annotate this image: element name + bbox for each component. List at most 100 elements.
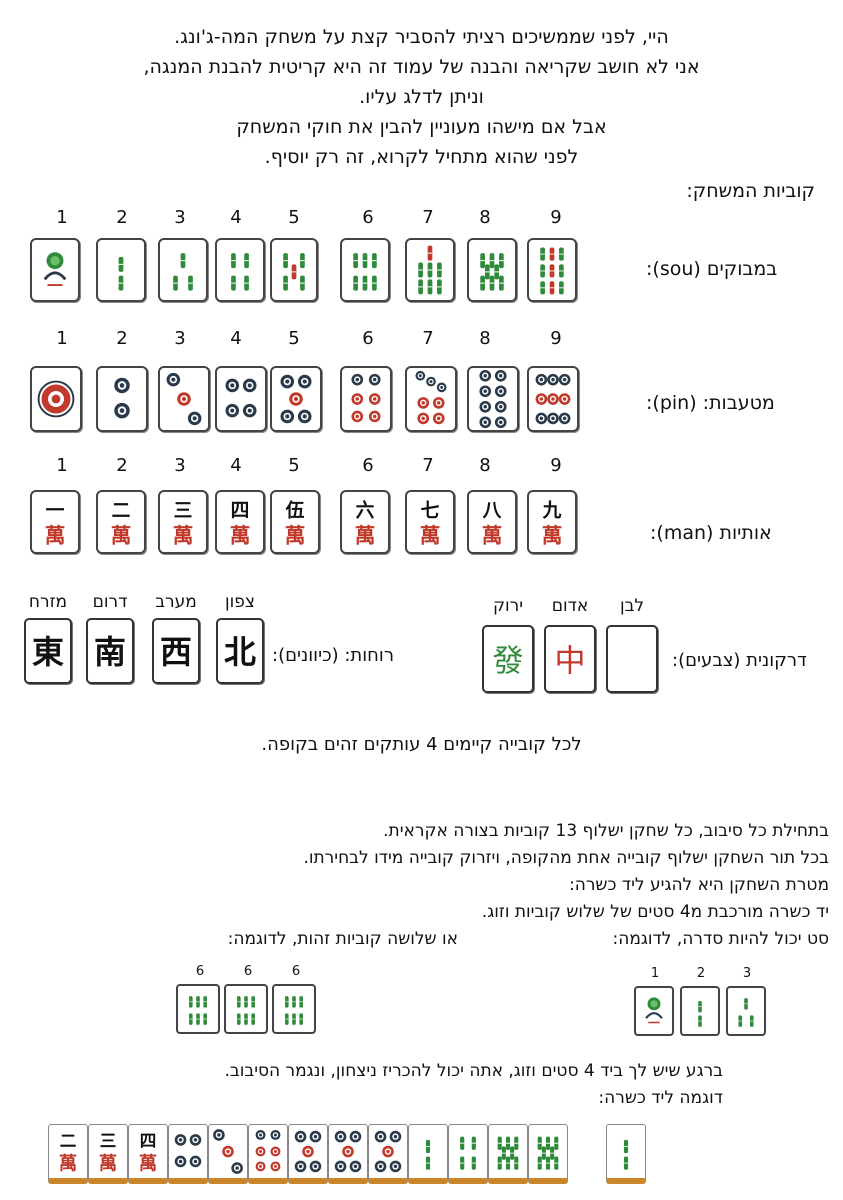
man-label: אותיות (man): (650, 522, 772, 544)
intro-line: וניתן לדלג עליו. (359, 86, 484, 108)
intro-line: היי, לפני שממשיכים רציתי להסביר קצת על מ… (174, 26, 669, 48)
svg-text:九: 九 (542, 499, 562, 521)
winds-label: רוחות: (כיוונים): (272, 645, 394, 666)
rule-line: בתחילת כל סיבוב, כל שחקן ישלוף 13 קוביות… (383, 821, 829, 841)
tile-number: 3 (174, 455, 186, 476)
bamboo-tile (340, 238, 390, 302)
rule-line: יד כשרה מורכבת מ4 סטים של שלוש קוביות וז… (481, 902, 829, 922)
tile-number: 7 (422, 207, 434, 228)
intro-line: אבל אם מישהו מעוניין להבין את חוקי המשחק (236, 116, 607, 138)
wind-name: דרום (92, 592, 128, 612)
circle-tile (270, 366, 322, 432)
svg-text:萬: 萬 (482, 524, 503, 548)
svg-text:萬: 萬 (59, 1154, 77, 1175)
circle-tile (340, 366, 392, 432)
tile-number: 1 (56, 207, 68, 228)
character-tile: 伍萬 (270, 490, 320, 554)
svg-text:南: 南 (94, 633, 126, 671)
character-tile: 二萬 (48, 1124, 88, 1184)
bamboo-tile (606, 1124, 646, 1184)
wind-tile: 北 (216, 618, 264, 684)
svg-text:萬: 萬 (173, 524, 194, 548)
bamboo-tile (680, 986, 720, 1036)
tile-number: 9 (550, 455, 562, 476)
tile-number: 9 (550, 328, 562, 349)
circle-tile (30, 366, 82, 432)
svg-text:二: 二 (112, 499, 131, 521)
circle-tile (168, 1124, 208, 1184)
svg-text:萬: 萬 (355, 524, 376, 548)
bamboo-tile (467, 238, 517, 302)
wind-tile: 南 (86, 618, 134, 684)
intro-line: אני לא חושב שקריאה והבנה של עמוד זה היא … (143, 56, 700, 78)
dragon-tile (606, 625, 658, 693)
tile-number: 7 (422, 328, 434, 349)
bamboo-tile (158, 238, 208, 302)
example-text: דוגמה ליד כשרה: (598, 1088, 723, 1108)
character-tile: 八萬 (467, 490, 517, 554)
or-text: או שלושה קוביות זהות, לדוגמה: (227, 929, 458, 949)
example-number: 6 (243, 964, 253, 979)
tile-number: 9 (550, 207, 562, 228)
bamboo-tile (96, 238, 146, 302)
svg-text:八: 八 (483, 499, 502, 521)
bamboo-tile (527, 238, 577, 302)
dragon-name: אדום (551, 596, 589, 616)
tile-number: 5 (288, 455, 300, 476)
svg-text:東: 東 (32, 633, 64, 671)
wind-name: מערב (155, 592, 197, 612)
tile-number: 1 (56, 328, 68, 349)
svg-text:萬: 萬 (45, 524, 66, 548)
tile-number: 8 (479, 207, 491, 228)
character-tile: 三萬 (88, 1124, 128, 1184)
dragon-tile: 發 (482, 625, 534, 693)
bamboo-tile (224, 984, 268, 1034)
bamboo-tile (528, 1124, 568, 1184)
circle-tile (405, 366, 457, 432)
intro-paragraph: היי, לפני שממשיכים רציתי להסביר קצת על מ… (0, 22, 843, 172)
circle-tile (288, 1124, 328, 1184)
svg-text:伍: 伍 (285, 498, 305, 521)
svg-text:萬: 萬 (420, 524, 441, 548)
wind-name: צפון (225, 592, 255, 612)
dragons-label: דרקונית (צבעים): (672, 650, 807, 671)
win-block: ברגע שיש לך ביד 4 סטים וזוג, אתה יכול לה… (225, 1058, 724, 1112)
wind-tile: 西 (152, 618, 200, 684)
example-number: 1 (650, 966, 660, 981)
tile-number: 6 (362, 328, 374, 349)
circle-tile (248, 1124, 288, 1184)
bamboo-tile (448, 1124, 488, 1184)
character-tile: 二萬 (96, 490, 146, 554)
svg-text:六: 六 (356, 498, 375, 521)
svg-text:一: 一 (46, 499, 65, 521)
svg-text:萬: 萬 (542, 524, 563, 548)
circle-tile (158, 366, 210, 432)
intro-line: לפני שהוא מתחיל לקרוא, זה רק יוסיף. (264, 146, 579, 168)
bamboo-tile (726, 986, 766, 1036)
svg-text:三: 三 (100, 1131, 117, 1151)
rules-block: בתחילת כל סיבוב, כל שחקן ישלוף 13 קוביות… (303, 818, 829, 953)
wind-name: מזרח (28, 592, 68, 612)
tile-number: 2 (116, 207, 128, 228)
circle-tile (96, 366, 148, 432)
tile-number: 5 (288, 328, 300, 349)
tile-number: 2 (116, 328, 128, 349)
svg-text:西: 西 (160, 633, 192, 671)
tile-number: 7 (422, 455, 434, 476)
tile-number: 4 (230, 328, 242, 349)
svg-text:二: 二 (60, 1131, 77, 1151)
bamboo-tile (634, 986, 674, 1036)
svg-text:七: 七 (421, 499, 440, 521)
circle-tile (368, 1124, 408, 1184)
svg-text:萬: 萬 (111, 524, 132, 548)
example-number: 6 (291, 964, 301, 979)
rule-line: בכל תור השחקן ישלוף קובייה אחת מהקופה, ו… (303, 848, 829, 868)
character-tile: 四萬 (128, 1124, 168, 1184)
tile-number: 6 (362, 455, 374, 476)
character-tile: 一萬 (30, 490, 80, 554)
svg-text:萬: 萬 (139, 1154, 157, 1175)
circle-tile (328, 1124, 368, 1184)
bamboo-tile (270, 238, 318, 302)
svg-text:四: 四 (140, 1131, 157, 1151)
svg-text:萬: 萬 (285, 524, 306, 548)
